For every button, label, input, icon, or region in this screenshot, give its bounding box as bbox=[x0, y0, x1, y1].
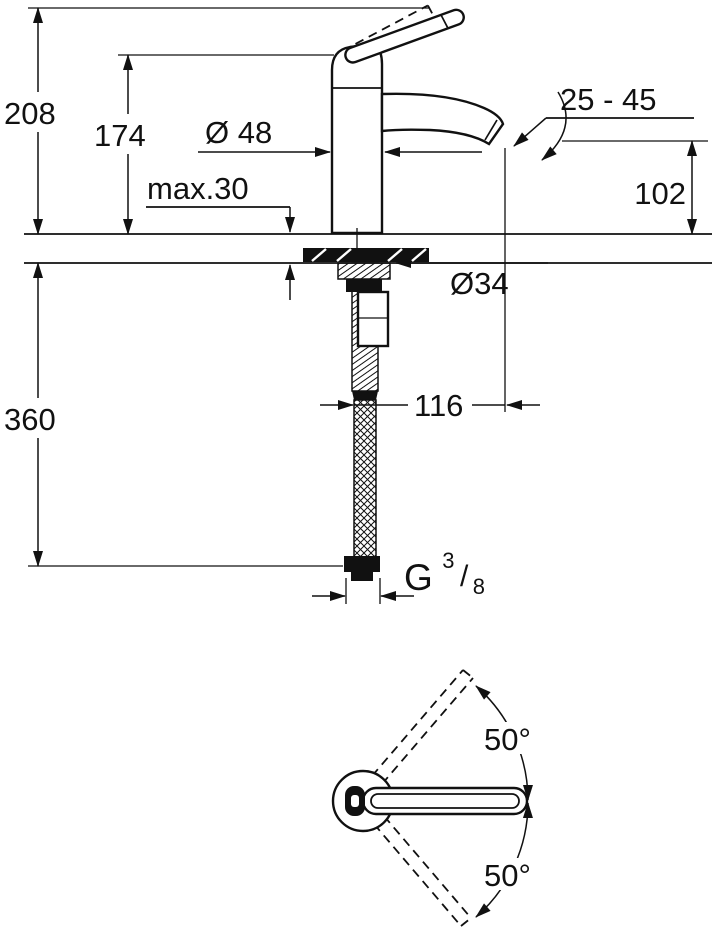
dim-swivel-down: 50° bbox=[475, 802, 536, 918]
flange-hatch bbox=[311, 248, 427, 262]
handle-top-inner bbox=[370, 793, 520, 809]
dim-below-deck-length-label: 360 bbox=[4, 402, 56, 437]
dim-spout-projection: 116 bbox=[320, 148, 540, 423]
dim-max-deck-thickness: max.30 bbox=[146, 171, 295, 300]
lever-handle bbox=[344, 8, 465, 64]
dim-swivel-up-label: 50° bbox=[484, 722, 531, 757]
hose-connector-tip bbox=[351, 572, 373, 581]
mounting-nut bbox=[346, 279, 382, 292]
dim-total-height: 208 bbox=[2, 7, 64, 235]
dim-max-deck-thickness-label: max.30 bbox=[147, 171, 249, 206]
height-adjust-arrow bbox=[541, 91, 567, 161]
dim-below-deck-length: 360 bbox=[2, 262, 343, 567]
dim-swivel-up: 50° bbox=[475, 685, 536, 801]
faucet-spout bbox=[380, 92, 505, 146]
hose-connector-nut bbox=[344, 556, 380, 572]
base-flange bbox=[303, 248, 429, 262]
mounting-bracket bbox=[356, 290, 390, 348]
dim-aerator-range-label: 25 - 45 bbox=[560, 82, 657, 117]
dim-swivel-down-label: 50° bbox=[484, 858, 531, 893]
dim-body-height: 174 bbox=[92, 54, 154, 235]
dim-body-diameter: Ø 48 bbox=[198, 115, 482, 157]
flex-hose bbox=[353, 399, 377, 559]
cartridge-slot bbox=[351, 795, 359, 807]
dim-hole-diameter-label: Ø34 bbox=[450, 266, 509, 301]
dim-body-height-label: 174 bbox=[94, 118, 146, 153]
hose-transition bbox=[352, 391, 378, 400]
thread-size-label: G 3 / 8 bbox=[404, 548, 485, 599]
handle-top bbox=[361, 786, 529, 816]
dim-spout-projection-label: 116 bbox=[414, 388, 463, 423]
dim-body-diameter-label: Ø 48 bbox=[205, 115, 272, 150]
handle-rotated-up-dashed bbox=[371, 669, 474, 785]
top-view: 50° 50° bbox=[331, 669, 536, 927]
dim-thread-size: G 3 / 8 bbox=[312, 548, 485, 604]
dim-aerator-height-range: 25 - 45 bbox=[513, 82, 694, 161]
dim-spout-height-label: 102 bbox=[634, 176, 686, 211]
dim-hole-diameter: Ø34 bbox=[395, 258, 548, 301]
dim-spout-height: 102 bbox=[562, 140, 708, 235]
dim-total-height-label: 208 bbox=[4, 96, 56, 131]
faucet-body bbox=[330, 42, 384, 235]
aerator-line bbox=[484, 119, 498, 141]
handle-rotated-down-dashed bbox=[373, 815, 472, 927]
mounting-washer bbox=[337, 262, 391, 280]
side-view: 208 174 Ø 48 max.30 25 - 45 102 bbox=[2, 4, 712, 604]
